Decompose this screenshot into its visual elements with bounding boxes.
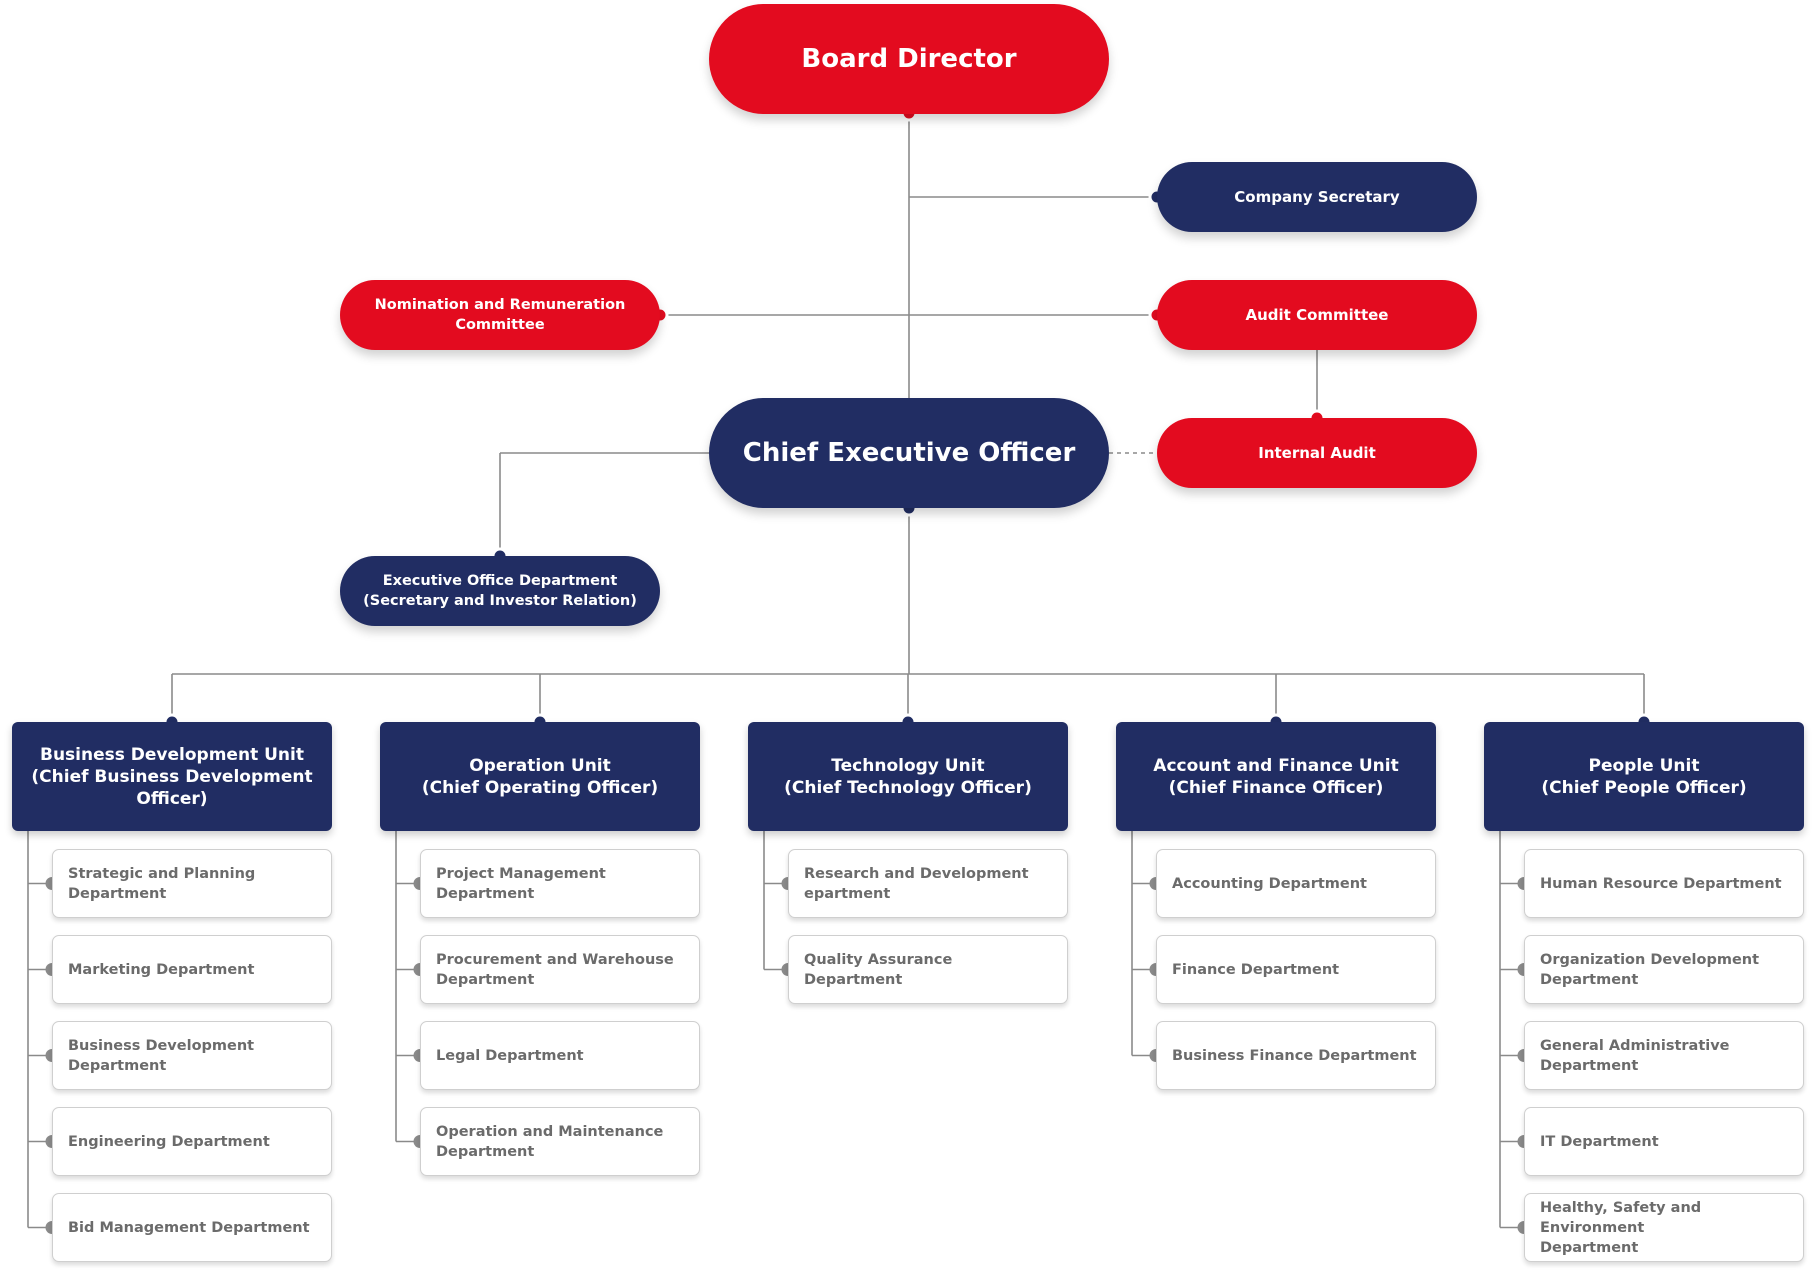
unit-technology: Technology Unit (Chief Technology Office… [748, 722, 1068, 831]
dept-marketing: Marketing Department [52, 935, 332, 1004]
dept-engineering: Engineering Department [52, 1107, 332, 1176]
dept-finance: Finance Department [1156, 935, 1436, 1004]
dept-organization-development: Organization Development Department [1524, 935, 1804, 1004]
executive-office-node: Executive Office Department (Secretary a… [340, 556, 660, 626]
unit-business-development: Business Development Unit (Chief Busines… [12, 722, 332, 831]
dept-project-management: Project Management Department [420, 849, 700, 918]
dept-bid-management: Bid Management Department [52, 1193, 332, 1262]
dept-accounting: Accounting Department [1156, 849, 1436, 918]
dept-business-development: Business Development Department [52, 1021, 332, 1090]
dept-quality-assurance: Quality Assurance Department [788, 935, 1068, 1004]
unit-account-finance: Account and Finance Unit (Chief Finance … [1116, 722, 1436, 831]
dept-health-safety-environment: Healthy, Safety and Environment Departme… [1524, 1193, 1804, 1262]
audit-committee-node: Audit Committee [1157, 280, 1477, 350]
dept-operation-maintenance: Operation and Maintenance Department [420, 1107, 700, 1176]
dept-procurement-warehouse: Procurement and Warehouse Department [420, 935, 700, 1004]
company-secretary-node: Company Secretary [1157, 162, 1477, 232]
dept-business-finance: Business Finance Department [1156, 1021, 1436, 1090]
dept-strategic-planning: Strategic and Planning Department [52, 849, 332, 918]
dept-human-resource: Human Resource Department [1524, 849, 1804, 918]
unit-people: People Unit (Chief People Officer) [1484, 722, 1804, 831]
unit-operation: Operation Unit (Chief Operating Officer) [380, 722, 700, 831]
dept-research-development: Research and Development epartment [788, 849, 1068, 918]
nomination-remuneration-committee-node: Nomination and Remuneration Committee [340, 280, 660, 350]
internal-audit-node: Internal Audit [1157, 418, 1477, 488]
board-director-node: Board Director [709, 4, 1109, 114]
dept-general-administrative: General Administrative Department [1524, 1021, 1804, 1090]
dept-legal: Legal Department [420, 1021, 700, 1090]
ceo-node: Chief Executive Officer [709, 398, 1109, 508]
dept-it: IT Department [1524, 1107, 1804, 1176]
